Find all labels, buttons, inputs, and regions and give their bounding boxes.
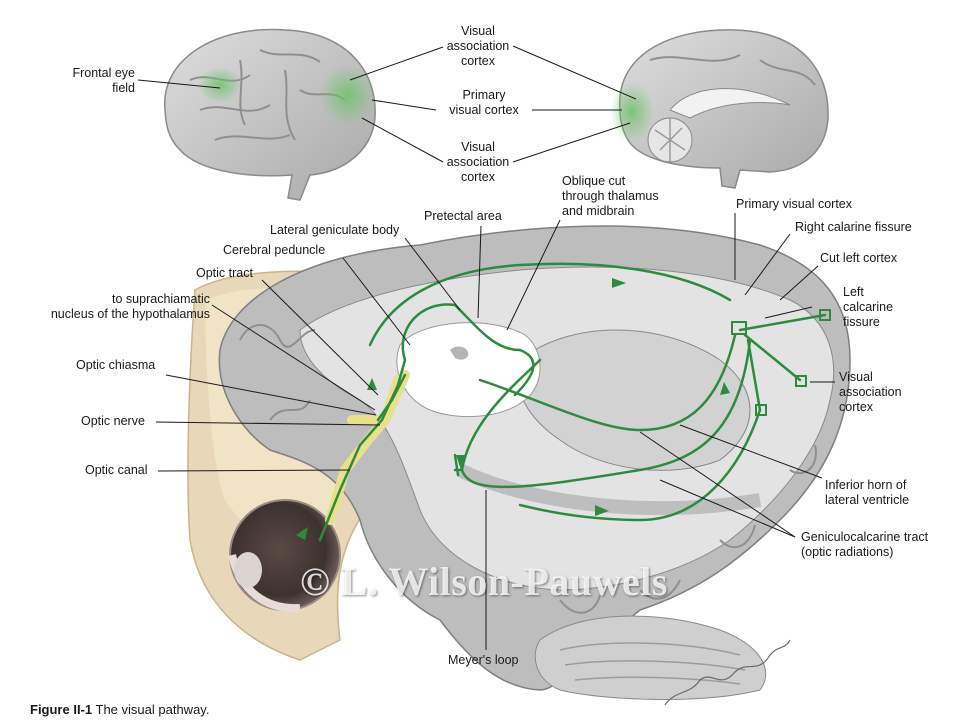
eyeball [228,499,341,613]
label-right-calcarine-fissure: Right calarine fissure [795,220,912,234]
figure-number: Figure II-1 [30,702,93,717]
label-lateral-geniculate-body: Lateral geniculate body [270,223,400,237]
label-primary-visual-cortex: Primary visual cortex [736,197,852,211]
label-optic-chiasma: Optic chiasma [76,358,156,372]
visual-pathway-tracts [318,262,827,542]
label-optic-nerve: Optic nerve [81,414,145,428]
label-optic-canal: Optic canal [85,463,148,477]
label-geniculocalcarine-tract: Geniculocalcarine tract(optic radiations… [801,530,929,559]
label-pretectal-area: Pretectal area [424,209,502,223]
pathway-direction-arrows [296,278,730,540]
label-optic-tract: Optic tract [196,266,253,280]
pathway-terminals [731,309,831,416]
figure-caption: Figure II-1 The visual pathway. [30,702,209,717]
label-leader-lines [137,45,835,650]
figure-title: The visual pathway. [95,702,210,717]
label-cerebral-peduncle: Cerebral peduncle [223,243,326,257]
brain-dissection [218,225,851,700]
copyright-watermark: © L. Wilson-Pauwels [300,559,668,604]
medial-brain-view [610,29,829,189]
artist-signature [664,639,791,706]
label-cut-left-cortex: Cut left cortex [820,251,898,265]
label-meyers-loop: Meyer's loop [448,653,519,667]
lateral-brain-view [164,28,376,201]
